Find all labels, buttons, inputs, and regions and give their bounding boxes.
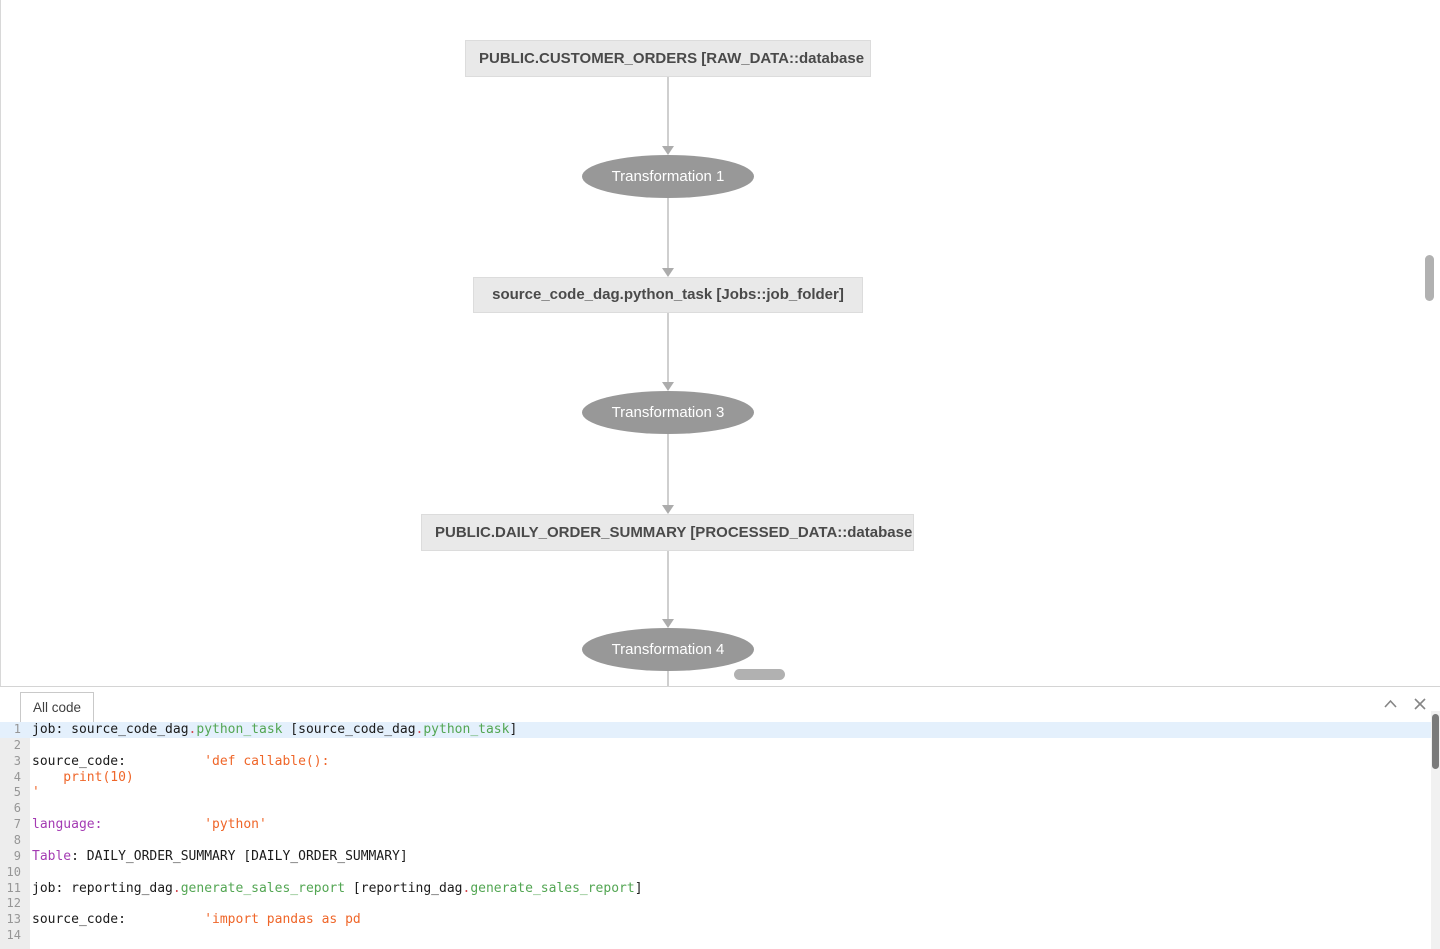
line-number: 12 xyxy=(6,896,21,911)
edge-line xyxy=(667,198,669,268)
code-line[interactable]: 14 xyxy=(0,928,1440,944)
code-text xyxy=(26,865,32,881)
diagram-horizontal-scrollbar[interactable] xyxy=(734,669,785,680)
code-line[interactable]: 8 xyxy=(0,833,1440,849)
code-line[interactable]: 5 ' xyxy=(0,785,1440,801)
arrow-down-icon xyxy=(662,382,674,391)
diagram-vertical-scrollbar[interactable] xyxy=(1425,255,1434,301)
code-text: job: source_code_dag.python_task [source… xyxy=(32,722,518,737)
node-transformation-4[interactable]: Transformation 4 xyxy=(582,628,754,671)
node-label: Transformation 1 xyxy=(611,168,725,185)
code-panel-header: All code xyxy=(0,687,1440,723)
line-number-gutter xyxy=(0,722,30,949)
chevron-up-icon[interactable] xyxy=(1382,696,1399,712)
code-line[interactable]: 7 language: 'python' xyxy=(0,817,1440,833)
code-line[interactable]: 6 xyxy=(0,801,1440,817)
node-label: Transformation 3 xyxy=(611,404,725,421)
code-text: ' xyxy=(32,785,40,801)
line-number: 2 xyxy=(13,737,21,752)
node-table-customer-orders[interactable]: PUBLIC.CUSTOMER_ORDERS [RAW_DATA::databa… xyxy=(465,40,871,77)
arrow-down-icon xyxy=(662,146,674,155)
node-job-python-task[interactable]: source_code_dag.python_task [Jobs::job_f… xyxy=(473,277,863,313)
tab-all-code[interactable]: All code xyxy=(20,692,95,723)
code-line[interactable]: 1 job: source_code_dag.python_task [sour… xyxy=(0,722,1440,738)
line-number: 4 xyxy=(13,769,21,784)
line-number: 14 xyxy=(6,928,21,943)
code-text: print(10) xyxy=(32,769,134,785)
code-line[interactable]: 12 xyxy=(0,896,1440,912)
code-text xyxy=(26,896,32,912)
code-vertical-scrollbar[interactable] xyxy=(1432,714,1439,769)
node-label: PUBLIC.CUSTOMER_ORDERS [RAW_DATA::databa… xyxy=(479,50,865,67)
code-line[interactable]: 2 xyxy=(0,738,1440,754)
code-text: language: 'python' xyxy=(32,817,267,833)
code-text xyxy=(26,928,32,944)
line-number: 10 xyxy=(6,864,21,879)
code-line[interactable]: 11 job: reporting_dag.generate_sales_rep… xyxy=(0,881,1440,897)
panel-actions xyxy=(1382,696,1428,712)
line-number: 3 xyxy=(13,753,21,768)
code-line[interactable]: 9 Table: DAILY_ORDER_SUMMARY [DAILY_ORDE… xyxy=(0,849,1440,865)
edge-line xyxy=(667,434,669,505)
line-number: 11 xyxy=(6,880,21,895)
edge-line xyxy=(667,551,669,619)
node-table-daily-order-summary[interactable]: PUBLIC.DAILY_ORDER_SUMMARY [PROCESSED_DA… xyxy=(421,514,914,551)
node-transformation-3[interactable]: Transformation 3 xyxy=(582,391,754,434)
line-number: 6 xyxy=(13,801,21,816)
edge-line xyxy=(667,77,669,146)
code-text xyxy=(26,833,32,849)
code-panel: All code 1 job: source_code_dag.python_t… xyxy=(0,686,1440,949)
line-number: 7 xyxy=(13,817,21,832)
lineage-diagram: PUBLIC.CUSTOMER_ORDERS [RAW_DATA::databa… xyxy=(0,0,1434,686)
code-text xyxy=(26,738,32,754)
code-scrollbar-track[interactable] xyxy=(1431,711,1440,949)
close-icon[interactable] xyxy=(1412,696,1428,712)
code-text: source_code: 'import pandas as pd xyxy=(32,912,361,928)
node-label: Transformation 4 xyxy=(611,641,725,658)
edge-line xyxy=(667,313,669,382)
code-line[interactable]: 3 source_code: 'def callable(): xyxy=(0,754,1440,770)
code-line[interactable]: 10 xyxy=(0,865,1440,881)
code-viewer: 1 job: source_code_dag.python_task [sour… xyxy=(0,722,1440,949)
code-text: source_code: 'def callable(): xyxy=(32,753,330,769)
node-label: PUBLIC.DAILY_ORDER_SUMMARY [PROCESSED_DA… xyxy=(435,524,913,541)
line-number: 5 xyxy=(13,785,21,800)
arrow-down-icon xyxy=(662,619,674,628)
line-number: 8 xyxy=(13,833,21,848)
node-transformation-1[interactable]: Transformation 1 xyxy=(582,155,754,198)
code-text xyxy=(26,801,32,817)
edge-line xyxy=(667,671,669,686)
code-text: job: reporting_dag.generate_sales_report… xyxy=(32,880,643,896)
code-line[interactable]: 4 print(10) xyxy=(0,770,1440,786)
arrow-down-icon xyxy=(662,505,674,514)
line-number: 1 xyxy=(13,722,21,736)
arrow-down-icon xyxy=(662,268,674,277)
code-line[interactable]: 13 source_code: 'import pandas as pd xyxy=(0,912,1440,928)
node-label: source_code_dag.python_task [Jobs::job_f… xyxy=(492,286,844,303)
line-number: 13 xyxy=(6,912,21,927)
code-text: Table: DAILY_ORDER_SUMMARY [DAILY_ORDER_… xyxy=(32,848,408,864)
line-number: 9 xyxy=(13,848,21,863)
